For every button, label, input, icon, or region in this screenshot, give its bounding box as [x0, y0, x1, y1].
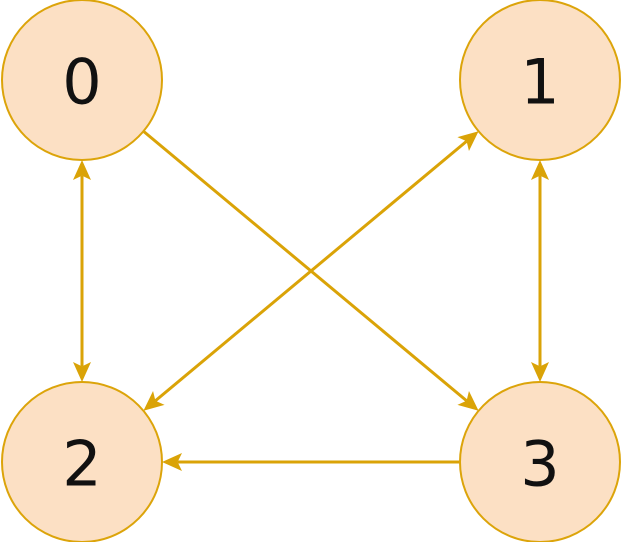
arrowhead-2-to-1 — [457, 131, 479, 151]
node-circle-0[interactable] — [1, 0, 163, 161]
node-2[interactable]: 2 — [1, 381, 163, 542]
node-circle-1[interactable] — [459, 0, 621, 161]
edges-layer — [73, 130, 549, 471]
edge-3-2 — [162, 453, 460, 471]
arrowhead-2-to-0 — [73, 160, 91, 180]
arrowhead-0-to-2 — [73, 362, 91, 382]
arrowhead-1-to-2 — [143, 391, 165, 411]
edge-0-2 — [73, 160, 91, 382]
edge-line-0-3 — [142, 130, 468, 402]
node-0[interactable]: 0 — [1, 0, 163, 161]
edge-1-3 — [531, 160, 549, 382]
node-circle-2[interactable] — [1, 381, 163, 542]
node-circle-3[interactable] — [459, 381, 621, 542]
node-3[interactable]: 3 — [459, 381, 621, 542]
arrowhead-1-to-3 — [531, 362, 549, 382]
arrowhead-3-to-2 — [162, 453, 182, 471]
arrowhead-3-to-1 — [531, 160, 549, 180]
node-1[interactable]: 1 — [459, 0, 621, 161]
arrowhead-0-to-3 — [457, 391, 479, 411]
edge-0-3 — [142, 130, 479, 411]
